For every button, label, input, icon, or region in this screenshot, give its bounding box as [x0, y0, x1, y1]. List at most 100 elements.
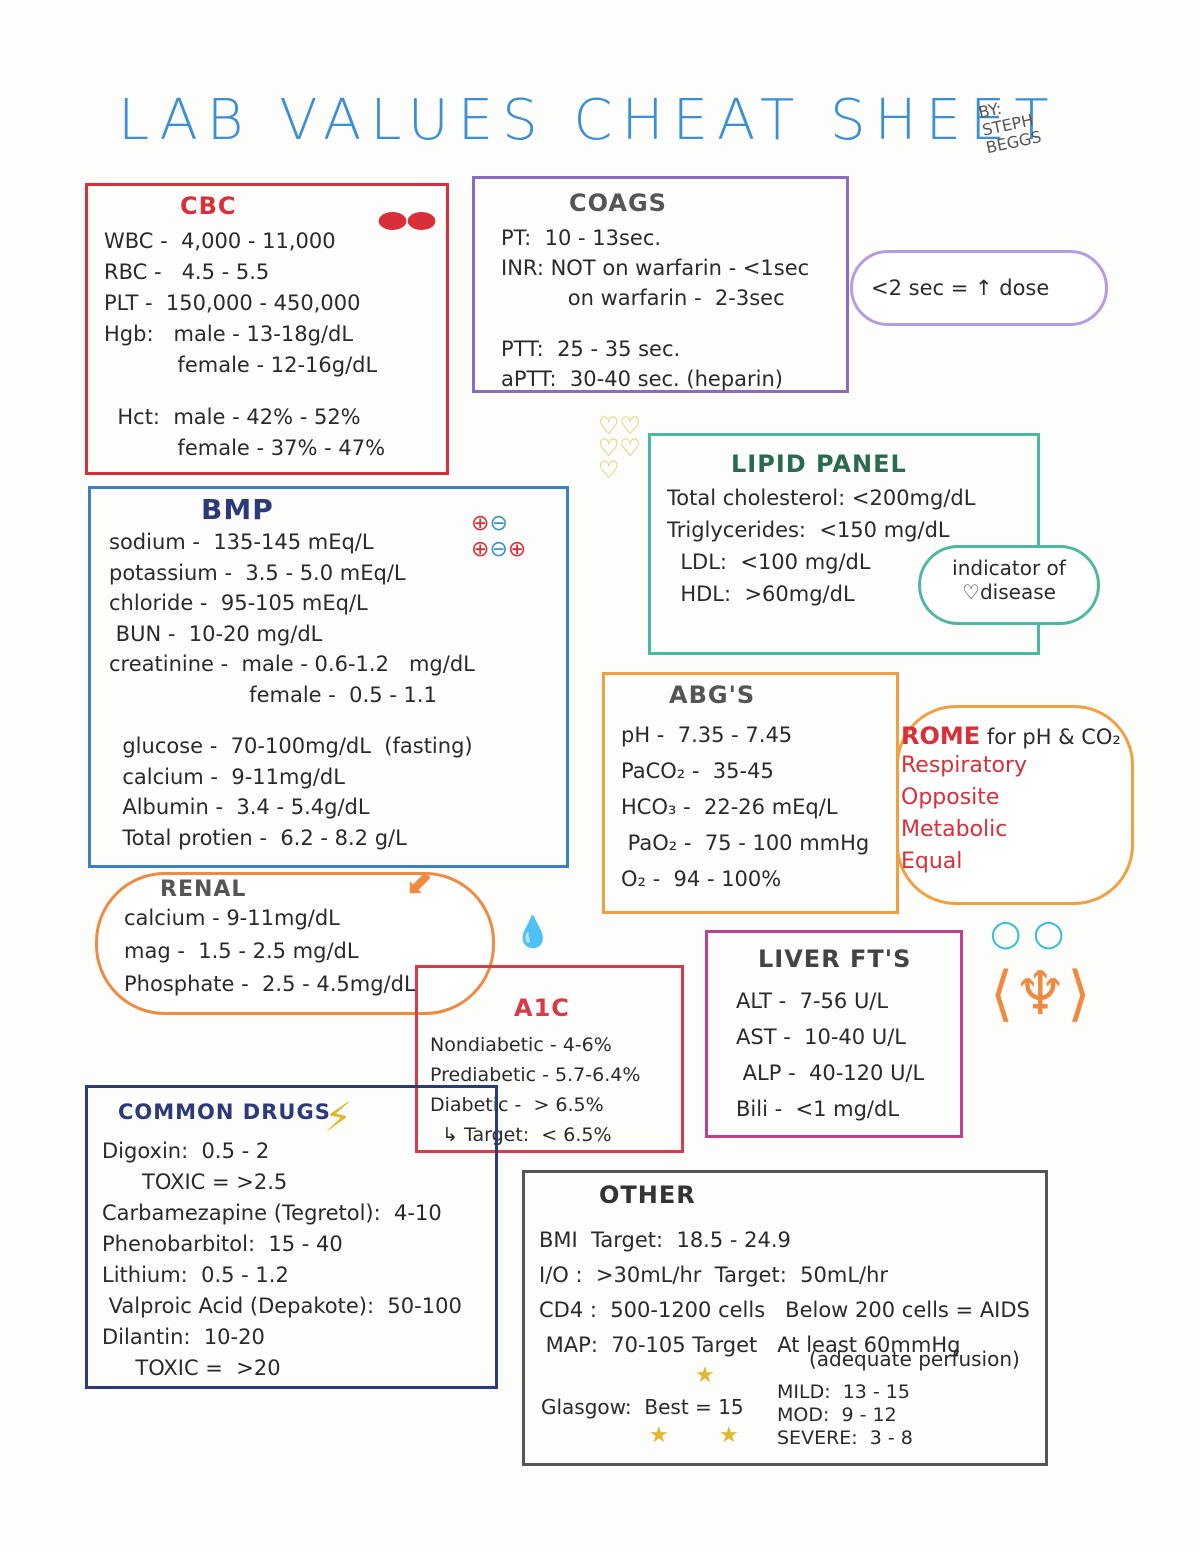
text-line: Bili - <1 mg/dL — [736, 1097, 900, 1121]
text-line: BUN - 10-20 mg/dL — [109, 621, 323, 646]
lightning-icon: ⚡ — [324, 1095, 353, 1141]
text-line: TOXIC = >2.5 — [102, 1170, 288, 1194]
glasgow-label: Glasgow: Best = 15 — [541, 1395, 744, 1419]
text-line: SEVERE: 3 - 8 — [777, 1427, 913, 1449]
text-line: Total protien - 6.2 - 8.2 g/L — [109, 825, 407, 850]
text-line: Phenobarbitol: 15 - 40 — [102, 1232, 343, 1256]
renal-title: RENAL — [160, 877, 247, 902]
text-line: HDL: >60mg/dL — [667, 582, 855, 606]
text-line: potassium - 3.5 - 5.0 mEq/L — [109, 560, 406, 585]
text-line: Metabolic — [901, 817, 1008, 842]
arrow-icon: ⬋ — [405, 863, 434, 903]
rome-subtitle: for pH & CO₂ — [980, 725, 1121, 749]
text-line: Triglycerides: <150 mg/dL — [667, 518, 950, 542]
lungs-icon: ○ ○⟨♆⟩ — [990, 913, 1091, 1029]
text-line: female - 37% - 47% — [104, 436, 386, 460]
text-line: Carbamezapine (Tegretol): 4-10 — [102, 1201, 442, 1225]
red-blood-cells-icon: ⬬⬬ — [378, 201, 437, 241]
text-line: Prediabetic - 5.7-6.4% — [430, 1064, 641, 1086]
text-line: PaO₂ - 75 - 100 mmHg — [621, 831, 870, 855]
lipid-note-line2: ♡disease — [962, 580, 1056, 604]
renal-section: RENAL calcium - 9-11mg/dL mag - 1.5 - 2.5… — [95, 872, 495, 1015]
coags-section: COAGS PT: 10 - 13sec. INR: NOT on warfari… — [472, 176, 849, 393]
text-line: MOD: 9 - 12 — [777, 1404, 897, 1426]
rome-title: ROME — [901, 722, 981, 750]
author-byline: BY: STEPH BEGGS — [977, 93, 1043, 158]
text-line: PTT: 25 - 35 sec. — [501, 337, 681, 361]
cbc-title: CBC — [180, 192, 237, 220]
text-line: MAP: 70-105 Target At least 60mmHg — [539, 1333, 961, 1357]
text-line: mag - 1.5 - 2.5 mg/dL — [124, 939, 359, 963]
a1c-title: A1C — [514, 994, 570, 1022]
text-line: glucose - 70-100mg/dL (fasting) — [109, 734, 473, 758]
common-drugs-section: COMMON DRUGS Digoxin: 0.5 - 2 TOXIC = >2… — [85, 1085, 498, 1389]
ions-icon: ⊕⊖⊕⊖⊕ — [471, 511, 527, 562]
text-line: ALT - 7-56 U/L — [736, 989, 889, 1013]
text-line: Hgb: male - 13-18g/dL — [104, 322, 354, 346]
text-line: CD4 : 500-1200 cells Below 200 cells = A… — [539, 1298, 1030, 1322]
text-line: on warfarin - 2-3sec — [501, 286, 785, 310]
text-line: Lithium: 0.5 - 1.2 — [102, 1263, 289, 1287]
lipid-note-line1: indicator of — [952, 556, 1066, 580]
text-line: Nondiabetic - 4-6% — [430, 1034, 612, 1056]
text-line: aPTT: 30-40 sec. (heparin) — [501, 367, 783, 391]
text-line — [501, 313, 809, 334]
text-line: BMI Target: 18.5 - 24.9 — [539, 1228, 791, 1252]
text-line: Dilantin: 10-20 — [102, 1325, 265, 1349]
renal-lines: calcium - 9-11mg/dL mag - 1.5 - 2.5 mg/dL… — [124, 902, 492, 1001]
liver-lines: ALT - 7-56 U/L AST - 10-40 U/L ALP - 40-1… — [736, 983, 924, 1127]
text-line — [104, 381, 385, 402]
a1c-lines: Nondiabetic - 4-6% Prediabetic - 5.7-6.4%… — [430, 1030, 640, 1150]
text-line: PLT - 150,000 - 450,000 — [104, 291, 361, 315]
lipid-panel-section: LIPID PANEL Total cholesterol: <200mg/dL… — [648, 433, 1040, 655]
other-title: OTHER — [599, 1181, 696, 1209]
text-line: creatinine - male - 0.6-1.2 mg/dL — [109, 652, 475, 676]
text-line: Hct: male - 42% - 52% — [104, 405, 361, 429]
bmp-title: BMP — [201, 493, 274, 526]
coags-title: COAGS — [569, 189, 667, 217]
coags-lines: PT: 10 - 13sec. INR: NOT on warfarin - <1… — [501, 223, 809, 394]
text-line: WBC - 4,000 - 11,000 — [104, 229, 336, 253]
text-line: calcium - 9-11mg/dL — [109, 764, 345, 789]
text-line: ALP - 40-120 U/L — [736, 1061, 925, 1085]
text-line: Albumin - 3.4 - 5.4g/dL — [109, 795, 370, 819]
text-line: TOXIC = >20 — [102, 1356, 281, 1380]
liver-section: LIVER FT'S ALT - 7-56 U/L AST - 10-40 U/L… — [705, 930, 963, 1138]
text-line: INR: NOT on warfarin - <1sec — [501, 256, 810, 280]
lipid-title: LIPID PANEL — [731, 450, 907, 478]
drugs-title: COMMON DRUGS — [118, 1100, 331, 1124]
text-line — [109, 710, 475, 731]
star-icon: ★ — [649, 1423, 669, 1448]
a1c-section: A1C Nondiabetic - 4-6% Prediabetic - 5.7-… — [415, 965, 684, 1153]
text-line: Equal — [901, 849, 963, 874]
coags-note: <2 sec = ↑ dose — [871, 276, 1050, 300]
text-line: female - 12-16g/dL — [104, 353, 378, 377]
abg-title: ABG'S — [669, 681, 756, 709]
text-line: LDL: <100 mg/dL — [667, 550, 871, 574]
text-line: PaCO₂ - 35-45 — [621, 759, 774, 783]
text-line: Valproic Acid (Depakote): 50-100 — [102, 1294, 462, 1318]
text-line: calcium - 9-11mg/dL — [124, 906, 340, 930]
star-icon: ★ — [695, 1363, 715, 1388]
text-line: Diabetic - > 6.5% — [430, 1094, 604, 1116]
text-line: female - 0.5 - 1.1 — [109, 682, 437, 707]
text-line: HCO₃ - 22-26 mEq/L — [621, 795, 838, 819]
text-line: chloride - 95-105 mEq/L — [109, 591, 368, 615]
liver-title: LIVER FT'S — [758, 945, 912, 973]
text-line: Phosphate - 2.5 - 4.5mg/dL — [124, 972, 416, 996]
text-line: AST - 10-40 U/L — [736, 1025, 906, 1049]
text-line: PT: 10 - 13sec. — [501, 226, 662, 250]
text-line: Opposite — [901, 785, 1000, 810]
text-line: pH - 7.35 - 7.45 — [621, 723, 793, 747]
